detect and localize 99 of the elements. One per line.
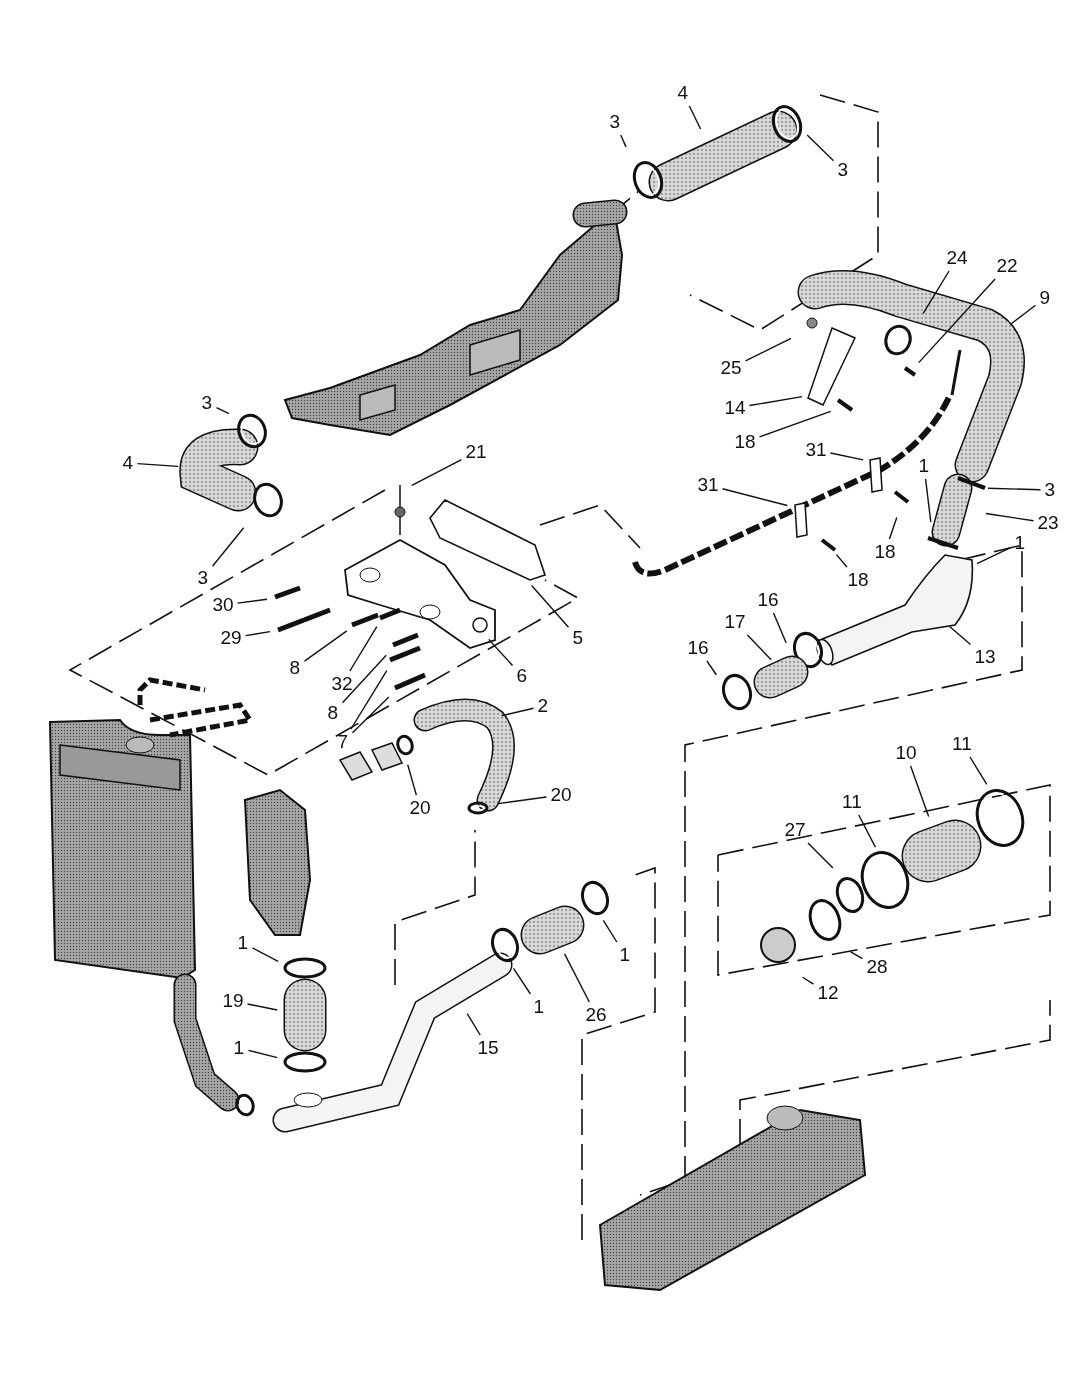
callout-number: 3: [837, 160, 849, 180]
leader-line: [136, 462, 179, 468]
leader-line: [411, 458, 463, 487]
callout-number: 19: [222, 991, 244, 1011]
callout-number: 24: [946, 248, 968, 268]
leader-line: [688, 105, 702, 130]
callout-number: 12: [817, 983, 839, 1003]
callout-number: 18: [734, 432, 756, 452]
callout-number: 32: [331, 674, 353, 694]
leader-line: [349, 625, 378, 672]
leader-line: [512, 967, 532, 995]
callout-number: 30: [212, 595, 234, 615]
callout-number: 16: [687, 638, 709, 658]
leader-line: [806, 134, 835, 162]
leader-line: [350, 669, 388, 730]
leader-line: [1010, 304, 1037, 325]
callout-number: 1: [233, 1038, 245, 1058]
callout-number: 2: [537, 696, 549, 716]
leader-line: [985, 512, 1035, 522]
leader-line: [244, 630, 271, 637]
leader-line: [407, 763, 417, 796]
callout-number: 3: [1044, 480, 1056, 500]
callout-number: 27: [784, 820, 806, 840]
leader-line: [758, 410, 832, 438]
leader-line: [563, 953, 590, 1003]
leader-line: [918, 278, 996, 364]
callout-number: 1: [918, 456, 930, 476]
leader-line: [909, 765, 930, 818]
callout-number: 1: [1014, 533, 1026, 553]
leader-line: [620, 134, 627, 148]
callout-number: 18: [847, 570, 869, 590]
callout-number: 9: [1039, 288, 1051, 308]
callout-number: 1: [619, 945, 631, 965]
callout-number: 3: [609, 112, 621, 132]
leader-line: [466, 1012, 481, 1036]
callout-number: 4: [122, 453, 134, 473]
leader-line: [976, 546, 1012, 565]
leader-line: [246, 1003, 278, 1011]
callout-number: 16: [757, 590, 779, 610]
leader-line: [829, 452, 864, 461]
leader-line: [488, 638, 514, 667]
callout-number: 31: [805, 440, 827, 460]
callout-number: 14: [724, 398, 746, 418]
callout-number: 18: [874, 542, 896, 562]
leader-line: [251, 947, 279, 963]
callout-number: 7: [337, 732, 349, 752]
callout-number: 1: [533, 997, 545, 1017]
leader-line: [858, 814, 877, 848]
callout-number: 23: [1037, 513, 1059, 533]
callout-number: 26: [585, 1005, 607, 1025]
leader-line: [211, 527, 245, 567]
leader-line: [987, 487, 1042, 491]
leader-line: [530, 584, 570, 628]
callout-number: 11: [842, 792, 862, 812]
leader-line: [744, 337, 792, 362]
leader-line: [721, 488, 789, 507]
callout-number: 20: [409, 798, 431, 818]
leader-line: [341, 654, 387, 704]
callout-number: 1: [237, 933, 249, 953]
leader-line: [748, 395, 803, 407]
callout-number: 4: [677, 83, 689, 103]
leader-line: [303, 630, 348, 662]
callout-number: 8: [289, 658, 301, 678]
leader-line: [807, 842, 834, 869]
leader-line: [247, 1049, 278, 1059]
callout-number: 6: [516, 666, 528, 686]
callout-number: 20: [550, 785, 572, 805]
callout-number: 21: [465, 442, 487, 462]
leader-line: [706, 660, 718, 676]
leader-line: [924, 478, 932, 523]
leader-line: [888, 516, 898, 540]
callout-number: 13: [974, 647, 996, 667]
callout-number: 15: [477, 1038, 499, 1058]
leader-line: [772, 612, 787, 644]
leader-line: [215, 406, 230, 415]
leader-line: [497, 796, 548, 805]
callout-number: 11: [952, 734, 972, 754]
callout-number: 8: [327, 703, 339, 723]
leader-line: [236, 598, 268, 604]
callout-number: 3: [201, 393, 213, 413]
callout-number: 3: [197, 568, 209, 588]
callout-number: 17: [724, 612, 746, 632]
callout-number: 29: [220, 628, 242, 648]
callout-number: 25: [720, 358, 742, 378]
callout-number: 5: [572, 628, 584, 648]
callout-number: 31: [697, 475, 719, 495]
leader-line: [835, 553, 848, 568]
callout-number: 10: [895, 743, 917, 763]
leader-line: [351, 696, 390, 734]
leader-line: [801, 976, 815, 985]
leader-line: [501, 707, 535, 717]
leader-line: [948, 625, 972, 646]
leader-line: [922, 270, 950, 315]
leader-line: [602, 919, 618, 943]
leader-line: [849, 951, 864, 960]
callout-number: 22: [996, 256, 1018, 276]
leader-line: [746, 634, 772, 661]
callout-number: 28: [866, 957, 888, 977]
leader-line: [969, 756, 988, 786]
